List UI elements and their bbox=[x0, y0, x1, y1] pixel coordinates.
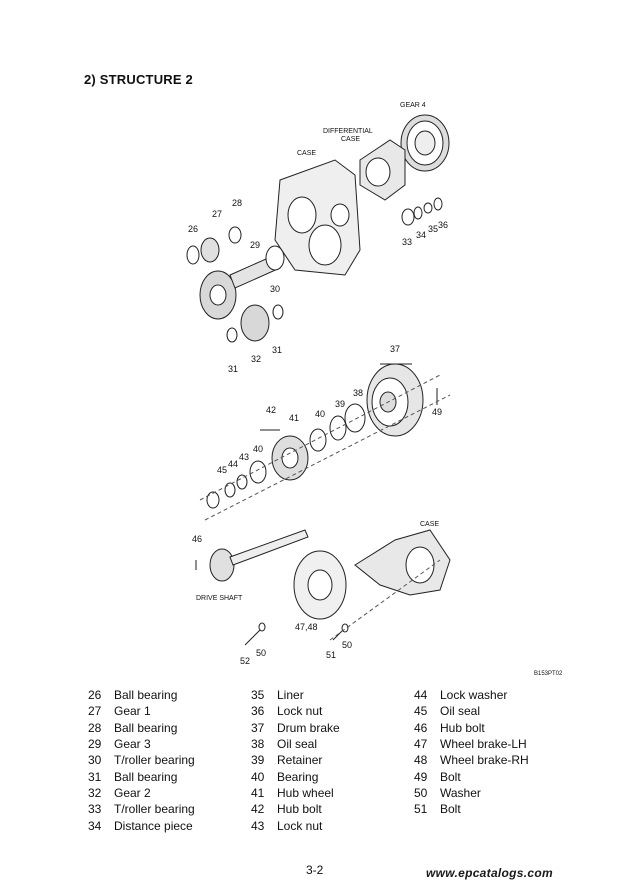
callout-52: 52 bbox=[240, 656, 250, 666]
callout-37: 37 bbox=[390, 344, 400, 354]
callout-38: 38 bbox=[353, 388, 363, 398]
callout-49: 49 bbox=[432, 407, 442, 417]
exploded-parts-diagram: GEAR 4 DIFFERENTIAL CASE CASE CASE DRIVE… bbox=[186, 102, 563, 677]
callout-29: 29 bbox=[250, 240, 260, 250]
callout-35: 35 bbox=[428, 224, 438, 234]
label-differential-case: CASE bbox=[341, 136, 360, 143]
label-diagram-code: B153PT02 bbox=[534, 671, 563, 677]
label-case-top: CASE bbox=[297, 150, 316, 157]
callout-41: 41 bbox=[289, 413, 299, 423]
label-gear-4: GEAR 4 bbox=[400, 102, 426, 109]
small-parts-33-36-drawing bbox=[401, 197, 443, 226]
drum-brake-drawing bbox=[366, 363, 424, 437]
callout-40-bottom: 40 bbox=[253, 444, 263, 454]
label-differential: DIFFERENTIAL bbox=[323, 128, 373, 135]
callout-42: 42 bbox=[266, 405, 276, 415]
callout-45: 45 bbox=[217, 465, 227, 475]
hub-parts-drawing bbox=[206, 403, 366, 509]
callout-31-left: 31 bbox=[228, 364, 238, 374]
differential-case-drawing bbox=[359, 139, 406, 201]
callout-27: 27 bbox=[212, 209, 222, 219]
callout-33: 33 bbox=[402, 237, 412, 247]
wheel-brake-drawing bbox=[293, 550, 347, 620]
watermark: www.epcatalogs.com bbox=[426, 866, 553, 880]
callout-44: 44 bbox=[228, 459, 238, 469]
drive-shaft-drawing bbox=[209, 529, 309, 582]
callout-34: 34 bbox=[416, 230, 426, 240]
callout-47-48: 47,48 bbox=[295, 622, 318, 632]
gear-train-drawing bbox=[186, 226, 285, 343]
callout-36: 36 bbox=[438, 220, 448, 230]
label-case-bottom: CASE bbox=[420, 521, 439, 528]
callout-40-top: 40 bbox=[315, 409, 325, 419]
callout-31-right: 31 bbox=[272, 345, 282, 355]
page-number: 3-2 bbox=[306, 863, 324, 877]
callout-51: 51 bbox=[326, 650, 336, 660]
callout-50-right: 50 bbox=[342, 640, 352, 650]
callout-46: 46 bbox=[192, 534, 202, 544]
callout-26: 26 bbox=[188, 224, 198, 234]
callout-30: 30 bbox=[270, 284, 280, 294]
callout-43: 43 bbox=[239, 452, 249, 462]
callout-28: 28 bbox=[232, 198, 242, 208]
callout-32: 32 bbox=[251, 354, 261, 364]
gear-4-drawing bbox=[400, 114, 450, 172]
callout-50-left: 50 bbox=[256, 648, 266, 658]
callout-39: 39 bbox=[335, 399, 345, 409]
page-title: 2) STRUCTURE 2 bbox=[84, 72, 193, 87]
axle-case-drawing bbox=[354, 529, 451, 596]
label-drive-shaft: DRIVE SHAFT bbox=[196, 595, 243, 602]
transmission-case-drawing bbox=[274, 159, 361, 276]
